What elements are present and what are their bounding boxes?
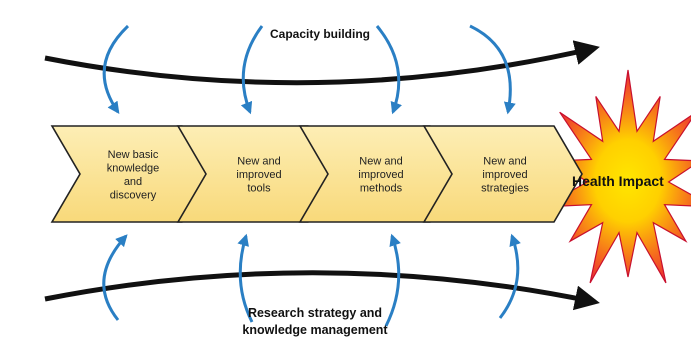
chevron-step-1-line-1: New basic (108, 149, 159, 161)
chevron-step-2-line-1: New and (237, 156, 280, 168)
capacity-arrow-1 (102, 24, 130, 114)
chevron-step-3-line-3: methods (360, 183, 403, 195)
health-impact-burst (542, 69, 691, 284)
strategy-arrow-2 (237, 233, 254, 323)
chevron-step-4 (422, 125, 583, 223)
bottom-long-arrow (44, 270, 600, 311)
strategy-arrow-3 (384, 233, 401, 327)
strategy-arrow-1 (102, 234, 128, 321)
chevron-step-3-line-1: New and (359, 156, 402, 168)
capacity-arrow-3 (375, 25, 402, 115)
top-long-arrow (44, 40, 600, 86)
top-label: Capacity building (270, 27, 370, 41)
chevron-step-4-line-2: improved (482, 169, 527, 181)
chevron-step-4-line-1: New and (483, 156, 526, 168)
cycle-arrows (102, 24, 521, 327)
chevron-step-3-line-2: improved (358, 169, 403, 181)
bottom-label-line-2: knowledge management (242, 323, 388, 337)
chevron-step-1-line-3: and (124, 176, 142, 188)
chevron-step-2-line-2: improved (236, 169, 281, 181)
capacity-arrow-4 (469, 24, 516, 115)
chevron-step-1-line-4: discovery (110, 189, 157, 201)
bottom-label-line-1: Research strategy and (248, 306, 382, 320)
chevron-step-2-line-3: tools (247, 183, 271, 195)
capacity-arrow-2 (240, 25, 264, 115)
chevron-step-4-line-3: strategies (481, 183, 529, 195)
burst-shape (542, 69, 691, 284)
chevron-step-1-line-2: knowledge (107, 162, 160, 174)
strategy-arrow-4 (498, 233, 521, 319)
impact-label: Health Impact (572, 173, 664, 189)
